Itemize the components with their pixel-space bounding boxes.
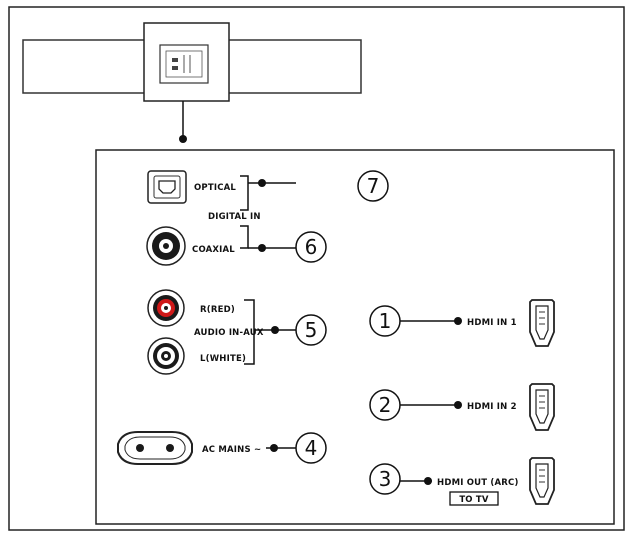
callout-3-number: 3: [379, 467, 392, 491]
hdmi-out-arc-port: [529, 457, 555, 505]
callout-5-dot: [271, 326, 279, 334]
callout-5-circle: [295, 314, 327, 346]
zoom-box: [143, 22, 230, 102]
ac-mains-socket: [117, 431, 193, 465]
callout-7-number: 7: [367, 174, 380, 198]
callout-3-dot: [424, 477, 432, 485]
optical-jack: [147, 170, 187, 204]
hdmi-in-1-label: HDMI IN 1: [467, 318, 517, 328]
coaxial-label: COAXIAL: [192, 245, 235, 255]
optical-label: OPTICAL: [194, 183, 236, 193]
callout-6-circle: [295, 231, 327, 263]
audio-in-aux-label: AUDIO IN-AUX: [194, 328, 264, 338]
callout-6-dot: [258, 244, 266, 252]
callout-1-dot: [454, 317, 462, 325]
digital-bracket-top: [240, 175, 249, 211]
hdmi-in-2-port: [529, 383, 555, 431]
coaxial-jack: [146, 226, 186, 266]
to-tv-box: [449, 491, 499, 506]
callout-3-circle: [369, 463, 401, 495]
hdmi-in-2-label: HDMI IN 2: [467, 402, 517, 412]
r-red-label: R(RED): [200, 305, 235, 315]
rca-white-jack: [147, 337, 185, 375]
callout-4-dot: [270, 444, 278, 452]
callout-1-number: 1: [379, 309, 392, 333]
rca-red-jack: [147, 289, 185, 327]
hdmi-in-1-port: [529, 299, 555, 347]
outer-frame: [8, 6, 625, 531]
digital-bracket-bottom: [240, 225, 249, 249]
soundbar-connector-panel-thumbnail: [159, 44, 209, 84]
digital-in-label: DIGITAL IN: [208, 212, 261, 222]
hdmi-out-arc-label: HDMI OUT (ARC): [437, 478, 519, 488]
callout-4-circle: [295, 432, 327, 464]
callout-7-dot: [258, 179, 266, 187]
callout-7-circle: [357, 170, 389, 202]
callout-5-number: 5: [305, 318, 318, 342]
callout-6-number: 6: [305, 235, 318, 259]
to-tv-label: TO TV: [459, 495, 489, 505]
callout-2-dot: [454, 401, 462, 409]
leader-dot: [179, 135, 187, 143]
aux-bracket: [244, 299, 255, 365]
callout-4-number: 4: [305, 436, 318, 460]
l-white-label: L(WHITE): [200, 354, 246, 364]
ac-mains-label: AC MAINS ~: [202, 445, 261, 455]
callout-2-number: 2: [379, 393, 392, 417]
